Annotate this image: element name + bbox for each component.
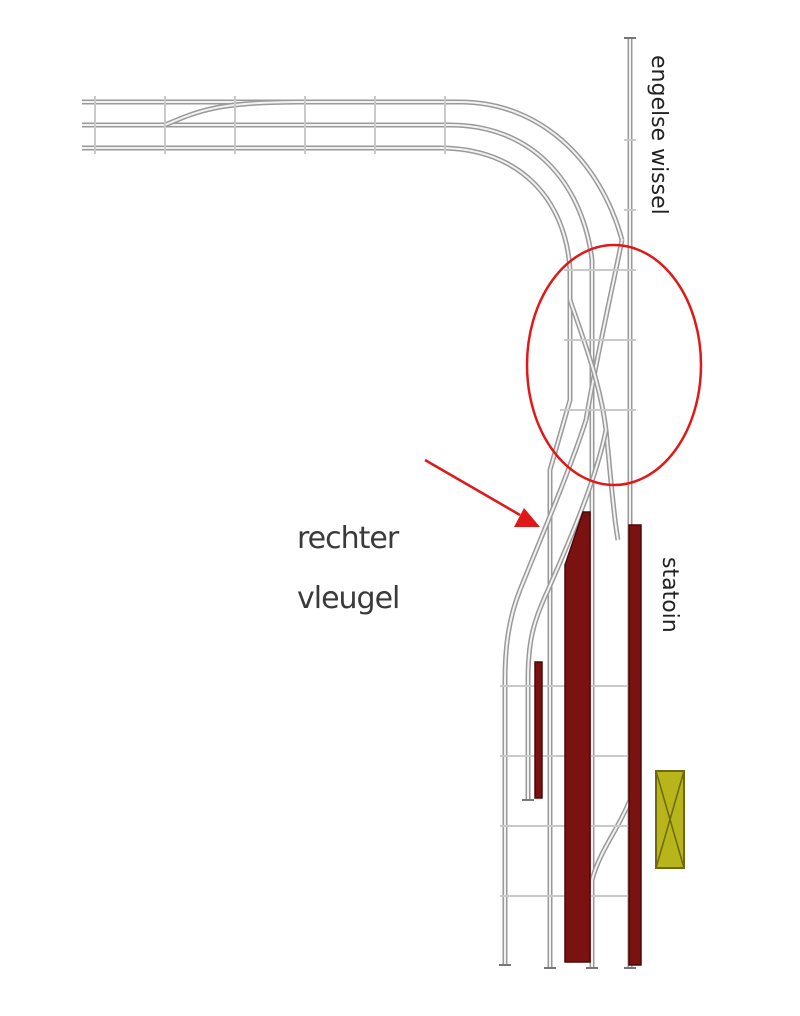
track-vertical-middle-inner bbox=[549, 300, 571, 968]
platforms bbox=[534, 511, 642, 966]
wing-label-line1: rechter bbox=[297, 521, 400, 556]
crossing-diagonal-1-inner bbox=[585, 239, 623, 421]
track-top-3 bbox=[82, 145, 573, 300]
track-end-caps bbox=[499, 37, 636, 969]
lower-crossover-inner bbox=[591, 799, 631, 881]
red-arrow-icon bbox=[424, 458, 540, 527]
platform-small bbox=[534, 661, 543, 799]
station-label-vertical: statoin bbox=[657, 557, 682, 633]
track-top-2-inner bbox=[82, 124, 593, 968]
right-wing-track-outer-inner bbox=[504, 419, 587, 965]
track-group bbox=[82, 37, 636, 969]
crossing-label-vertical: engelse wissel bbox=[646, 55, 671, 215]
platform-main bbox=[564, 511, 591, 963]
ties-top bbox=[94, 96, 446, 154]
track-top-3-inner bbox=[82, 147, 571, 300]
crossing-diagonal-2-inner bbox=[569, 299, 619, 541]
track-top-1-inner bbox=[82, 101, 623, 241]
highlight-circle bbox=[525, 243, 703, 487]
platform-right bbox=[628, 524, 642, 966]
station-building-icon bbox=[655, 770, 685, 869]
wing-label-line2: vleugel bbox=[297, 581, 399, 616]
right-wing-track-inner-inner bbox=[527, 429, 607, 800]
top-switch-curve-inner bbox=[164, 101, 301, 126]
